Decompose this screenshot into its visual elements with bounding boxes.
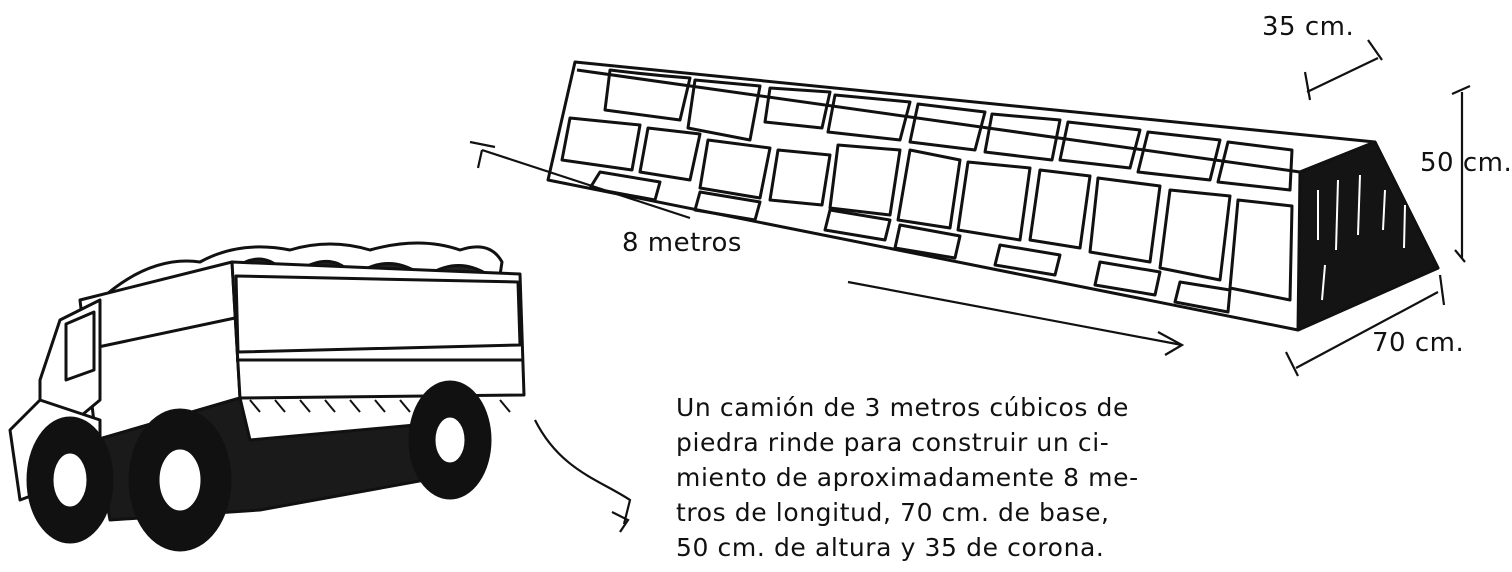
crown-dimension-label: 35 cm. [1262, 12, 1355, 42]
dimension-lines [469, 39, 1471, 533]
base-dimension-label: 70 cm. [1372, 328, 1465, 358]
caption-line: tros de longitud, 70 cm. de base, [676, 498, 1110, 527]
height-dimension-label: 50 cm. [1420, 148, 1512, 178]
illustration: 8 metros 35 cm. 50 cm. 70 cm. Un camión … [8, 12, 1512, 565]
caption-text: Un camión de 3 metros cúbicos de piedra … [676, 390, 1139, 565]
dump-truck-icon [8, 241, 526, 552]
caption-line: piedra rinde para construir un ci- [676, 428, 1110, 457]
caption-line: 50 cm. de altura y 35 de corona. [676, 533, 1105, 562]
caption-line: Un camión de 3 metros cúbicos de [676, 393, 1129, 422]
stone-foundation [546, 60, 1440, 332]
caption-line: miento de aproximadamente 8 me- [676, 463, 1139, 492]
length-dimension-label: 8 metros [622, 228, 742, 258]
